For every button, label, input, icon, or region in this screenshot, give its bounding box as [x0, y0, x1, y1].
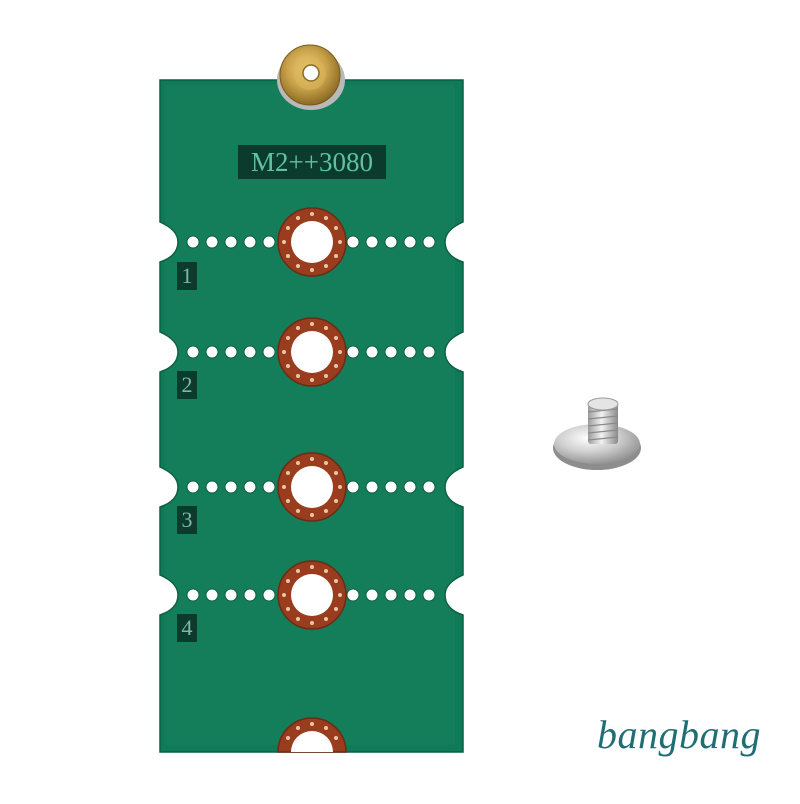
slot-label-4: 4 [177, 614, 197, 642]
break-row-1 [186, 207, 436, 277]
model-number-label: M2++3080 [238, 145, 386, 179]
slot-label-3: 3 [177, 506, 197, 534]
break-rows [186, 207, 436, 753]
watermark-text: bangbang [597, 712, 761, 757]
break-row-2 [186, 317, 436, 387]
slot-label-2: 2 [177, 371, 197, 399]
brass-standoff [277, 44, 345, 110]
pcb-board [159, 79, 464, 753]
break-row-4 [186, 560, 436, 630]
bottom-half-ring [277, 717, 347, 753]
mounting-screw [553, 397, 641, 470]
break-row-3 [186, 452, 436, 522]
slot-label-1: 1 [177, 262, 197, 290]
